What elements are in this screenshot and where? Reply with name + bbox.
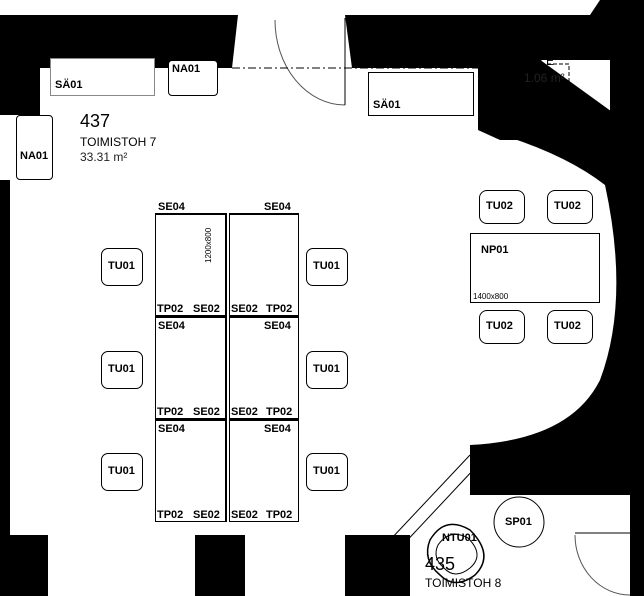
room-number: 435 (425, 554, 456, 574)
desk-label: TP02 (157, 406, 184, 418)
desk-chair: TU01 (95, 343, 149, 395)
desk-chair: TU01 (300, 343, 354, 395)
chair-label: TU02 (554, 320, 581, 332)
desk-label: SE02 (193, 406, 220, 418)
armchair-label: NTU01 (442, 532, 477, 544)
desk-label: SE02 (231, 406, 258, 418)
chair-seat (101, 248, 143, 286)
chair-label: TU01 (313, 260, 340, 272)
desk-label: TP02 (266, 406, 293, 418)
cabinet-label: SÄ01 (55, 79, 83, 91)
desk-label: SE02 (231, 303, 258, 315)
meeting-chair: TU02 (473, 184, 531, 230)
cabinet-label: SÄ01 (373, 99, 401, 111)
cabinet: SÄ01 (50, 58, 155, 96)
desk-size: 1200x800 (204, 227, 213, 263)
room-number: 437 (80, 111, 111, 131)
chair-label: TU01 (108, 260, 135, 272)
desk-label: SE02 (231, 509, 258, 521)
chair-seat (547, 190, 593, 224)
chair-label: TU02 (554, 200, 581, 212)
room-name: TELE (524, 54, 555, 68)
desk-chair: TU01 (300, 240, 354, 292)
chair-label: TU01 (313, 465, 340, 477)
waste-bin-label: SP01 (505, 516, 532, 528)
desk-label: TP02 (157, 509, 184, 521)
desk-label: TP02 (266, 509, 293, 521)
cabinet: SÄ01 (368, 72, 474, 116)
chair-seat (479, 310, 525, 344)
desk-label: TP02 (157, 303, 184, 315)
coat-rack: NA01 (168, 60, 218, 96)
desk-label: SE04 (158, 201, 185, 213)
desk-chair: TU01 (95, 445, 149, 497)
meeting-chair: TU02 (541, 184, 599, 230)
desk-label: SE04 (158, 423, 185, 435)
chair-label: TU01 (108, 363, 135, 375)
desk-label: SE04 (264, 201, 291, 213)
chair-label: TU02 (486, 200, 513, 212)
meeting-table-label: NP01 (481, 244, 509, 256)
room-name: TOIMISTOH 8 (425, 576, 502, 590)
chair-seat (101, 453, 143, 491)
desk-label: TP02 (266, 303, 293, 315)
meeting-table: NP01 1400x800 (470, 233, 600, 303)
chair-label: TU02 (486, 320, 513, 332)
coat-rack-label: NA01 (172, 63, 201, 75)
chair-seat (479, 190, 525, 224)
chair-seat (306, 453, 348, 491)
meeting-table-size: 1400x800 (473, 292, 509, 301)
meeting-chair: TU02 (541, 304, 599, 350)
chair-label: TU01 (313, 363, 340, 375)
chair-seat (306, 351, 348, 389)
desk-label: SE04 (264, 423, 291, 435)
desk-chair: TU01 (300, 445, 354, 497)
desk-label: SE04 (158, 320, 185, 332)
chair-seat (306, 248, 348, 286)
room-area: 1.06 m² (524, 71, 565, 85)
chair-seat (547, 310, 593, 344)
chair-label: TU01 (108, 465, 135, 477)
chair-seat (101, 351, 143, 389)
room-name: TOIMISTOH 7 (80, 135, 157, 149)
desk-label: SE04 (264, 320, 291, 332)
meeting-chair: TU02 (473, 304, 531, 350)
desk-divider (225, 213, 227, 522)
coat-rack-label: NA01 (20, 150, 49, 162)
desk-label: SE02 (193, 303, 220, 315)
desk-label: SE02 (193, 509, 220, 521)
room-number: 431.1 (524, 32, 570, 52)
room-area: 33.31 m² (80, 150, 128, 164)
coat-rack: NA01 (16, 115, 53, 180)
desk-chair: TU01 (95, 240, 149, 292)
